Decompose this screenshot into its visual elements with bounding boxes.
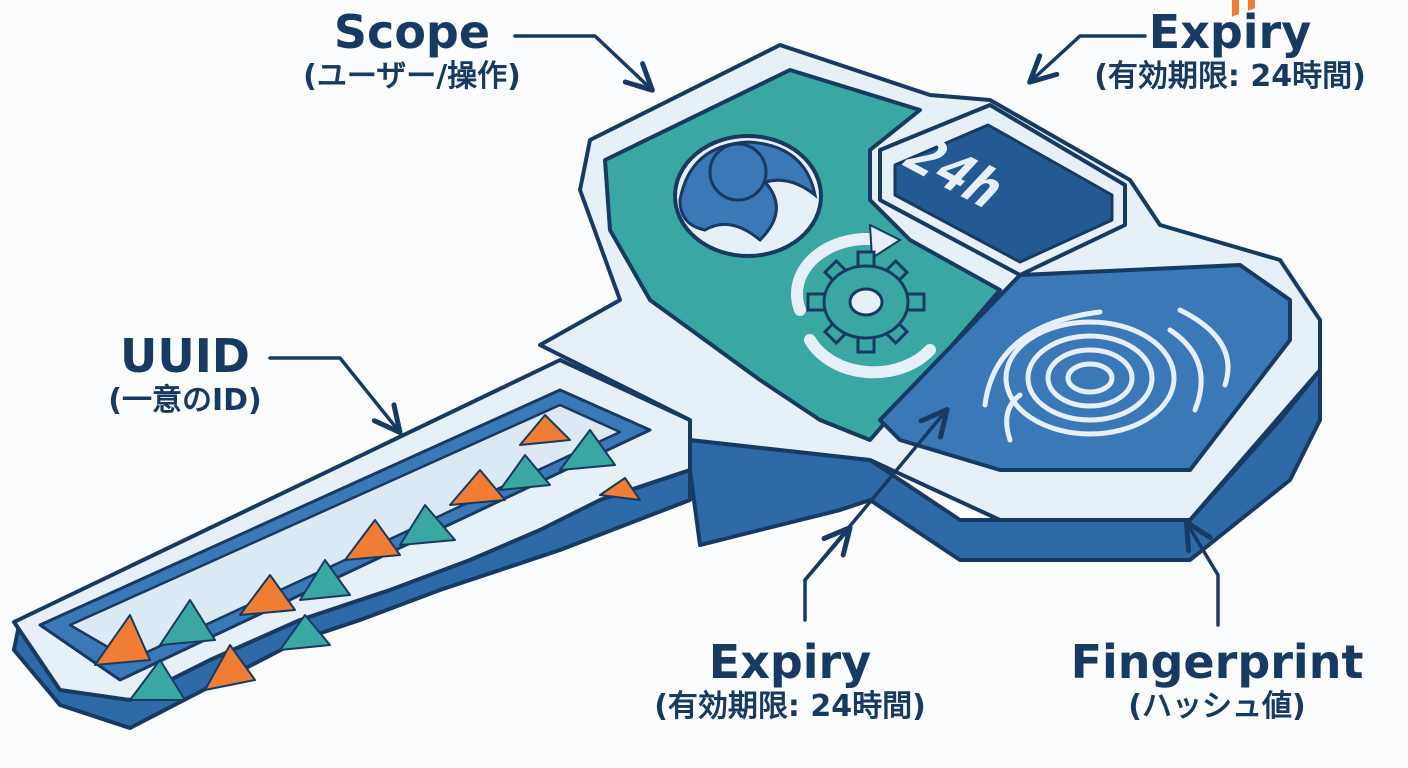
arrow-expiry-bottom-2 (805, 530, 848, 580)
label-scope-sub: (ユーザー/操作) (262, 58, 562, 96)
label-fingerprint: Fingerprint (ハッシュ値) (1062, 636, 1372, 726)
label-uuid: UUID (一意のID) (60, 330, 310, 420)
label-expiry-bottom: Expiry (有効期限: 24時間) (590, 636, 990, 726)
label-uuid-sub: (一意のID) (60, 382, 310, 420)
label-expiry-top-sub: (有効期限: 24時間) (1060, 58, 1400, 96)
label-fingerprint-sub: (ハッシュ値) (1062, 688, 1372, 726)
user-icon (675, 136, 821, 256)
label-uuid-title: UUID (60, 330, 310, 382)
label-expiry-bottom-title: Expiry (590, 636, 990, 688)
label-fingerprint-title: Fingerprint (1062, 636, 1372, 688)
label-expiry-top: Expiry (有効期限: 24時間) (1060, 6, 1400, 96)
label-expiry-bottom-sub: (有効期限: 24時間) (590, 688, 990, 726)
label-expiry-top-title: Expiry (1060, 6, 1400, 58)
label-scope-title: Scope (262, 6, 562, 58)
label-scope: Scope (ユーザー/操作) (262, 6, 562, 96)
